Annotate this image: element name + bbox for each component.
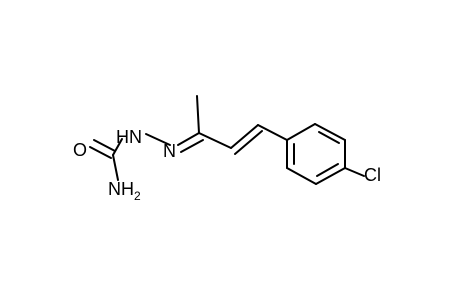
bond-vinyl-ring	[257, 124, 288, 141]
bond-vinyl-double-2	[234, 130, 263, 155]
bond-ring-inner-1	[318, 131, 340, 144]
bond-ring-cl	[344, 167, 365, 177]
atom-label-nh2-main: NH	[108, 179, 134, 199]
bond-layer	[89, 95, 365, 185]
bond-imine-n-c-2	[180, 139, 204, 153]
atom-label-n-imine: N	[163, 141, 176, 161]
bond-c-vinyl	[198, 132, 232, 149]
bond-carbonyl-c-o-1	[89, 146, 112, 159]
bond-ring-4	[315, 167, 346, 185]
bond-vinyl-double-1	[230, 124, 259, 149]
atom-label-cl: Cl	[364, 165, 381, 185]
atom-label-hn: HN	[116, 127, 142, 147]
bond-c-methyl	[196, 95, 200, 134]
bond-ring-5	[286, 167, 317, 185]
atom-label-nh2-subscript: 2	[134, 189, 141, 203]
bond-ring-2	[314, 123, 346, 141]
bond-ring-1	[286, 123, 316, 141]
bond-carbonyl-c-hn	[112, 138, 123, 156]
bond-ring-inner-2	[316, 163, 339, 177]
bond-hn-n	[145, 133, 171, 146]
atom-label-o: O	[73, 140, 87, 160]
bond-carbonyl-c-nh2	[112, 154, 119, 181]
atom-label-nh2: NH2	[108, 179, 141, 203]
bond-carbonyl-c-o-2	[93, 139, 116, 152]
atom-label-layer: HN N O NH2 Cl	[73, 127, 381, 203]
bond-imine-n-c-1	[177, 132, 200, 146]
